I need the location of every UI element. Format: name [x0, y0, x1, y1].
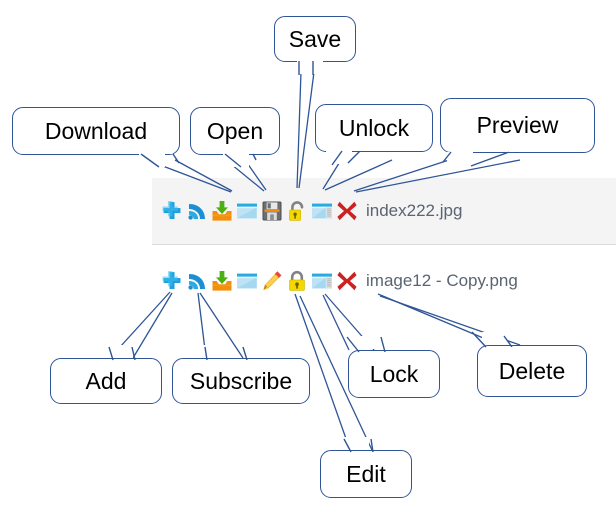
unlock-icon[interactable]	[285, 199, 309, 223]
callout-download: Download	[12, 107, 180, 168]
callout-subscribe-label: Subscribe	[189, 367, 293, 394]
callout-download-label: Download	[44, 117, 148, 144]
add-icon[interactable]	[160, 269, 184, 293]
callout-edit-label: Edit	[346, 460, 386, 487]
file-row-index222[interactable]: index222.jpg	[152, 178, 616, 245]
callout-open-label: Open	[206, 117, 264, 144]
file-name-image12: image12 - Copy.png	[366, 271, 518, 290]
callout-subscribe-tail	[203, 345, 248, 363]
callout-add-label: Add	[85, 367, 127, 394]
callout-download-tail	[139, 151, 180, 168]
callout-add: Add	[50, 345, 162, 404]
callout-delete-tail	[471, 331, 513, 350]
callout-open-tail	[223, 151, 257, 168]
callout-lock-label: Lock	[369, 360, 419, 387]
callout-unlock: Unlock	[315, 104, 433, 166]
callout-preview-label: Preview	[476, 112, 559, 138]
callout-unlock-label: Unlock	[338, 114, 410, 141]
download-icon[interactable]	[210, 199, 234, 223]
callout-edit: Edit	[320, 437, 412, 498]
download-icon[interactable]	[210, 269, 234, 293]
callout-lock: Lock	[346, 336, 440, 398]
callout-save-label: Save	[288, 25, 342, 52]
callout-open: Open	[190, 107, 280, 168]
callout-preview: Preview	[440, 98, 595, 167]
leader-save-2	[298, 71, 315, 189]
leader-save	[296, 71, 302, 189]
subscribe-icon[interactable]	[185, 269, 209, 293]
file-name-index222: index222.jpg	[366, 201, 463, 220]
callout-delete: Delete	[471, 331, 587, 397]
callout-lock-tail	[346, 336, 386, 355]
callout-delete-label: Delete	[498, 357, 566, 384]
add-icon[interactable]	[160, 199, 184, 223]
callout-add-tail	[107, 345, 136, 363]
icon-strip-row1	[160, 199, 359, 223]
delete-icon[interactable]	[335, 199, 359, 223]
callout-preview-tail	[442, 149, 510, 167]
preview-icon[interactable]	[310, 199, 334, 223]
edit-icon[interactable]	[260, 269, 284, 293]
callout-unlock-tail	[326, 148, 361, 166]
callout-save: Save	[274, 16, 356, 75]
file-row-image12[interactable]: image12 - Copy.png	[152, 258, 616, 304]
open-icon[interactable]	[235, 199, 259, 223]
save-icon[interactable]	[260, 199, 284, 223]
open-icon[interactable]	[235, 269, 259, 293]
lock-icon[interactable]	[285, 269, 309, 293]
preview-icon[interactable]	[310, 269, 334, 293]
delete-icon[interactable]	[335, 269, 359, 293]
callout-save-tail	[297, 58, 323, 75]
callout-subscribe: Subscribe	[172, 345, 310, 404]
subscribe-icon[interactable]	[185, 199, 209, 223]
callout-edit-tail	[343, 437, 374, 455]
icon-strip-row2	[160, 269, 359, 293]
